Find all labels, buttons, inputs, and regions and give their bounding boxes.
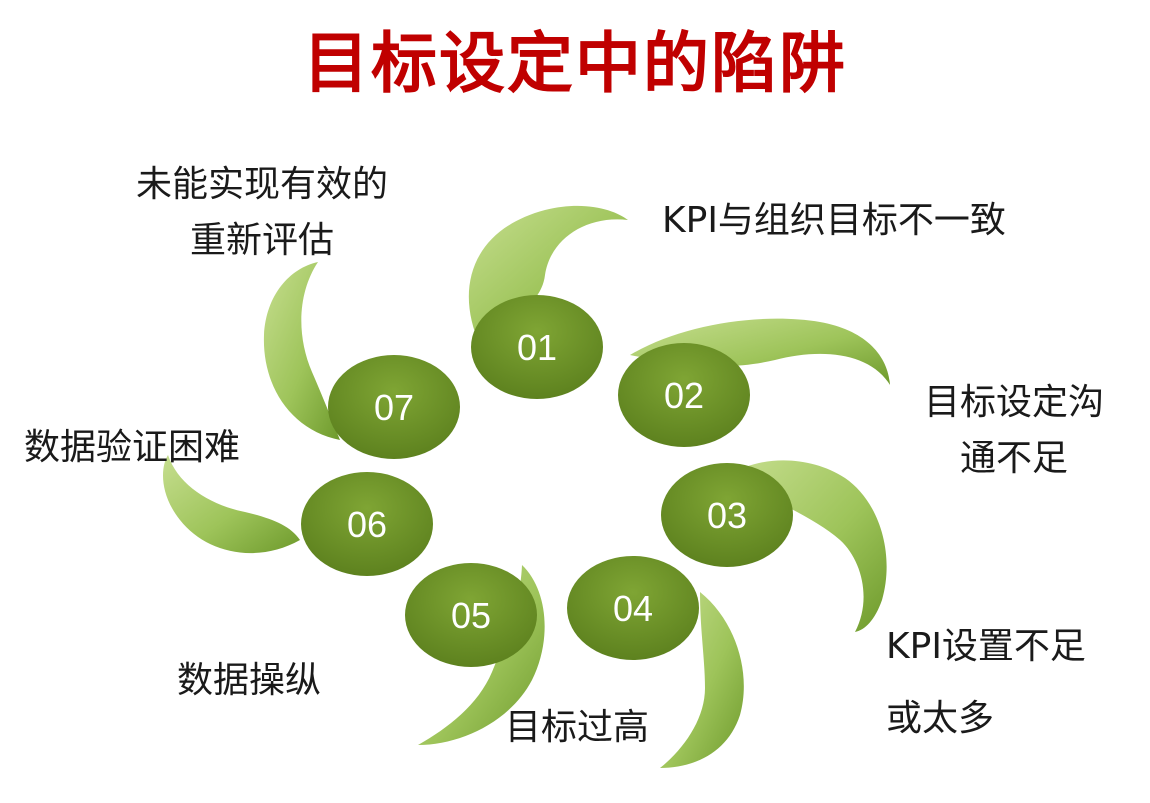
label-01: KPI与组织目标不一致 bbox=[662, 196, 1006, 246]
label-05-line-1: 数据操纵 bbox=[177, 660, 322, 701]
label-07-line-1: 未能实现有效的 bbox=[136, 164, 389, 205]
label-04-line-1: 目标过高 bbox=[505, 707, 650, 748]
label-01-line-1: KPI与组织目标不一致 bbox=[662, 200, 1006, 241]
node-07-number: 07 bbox=[374, 387, 414, 428]
page-title: 目标设定中的陷阱 bbox=[303, 25, 847, 102]
node-07: 07 bbox=[328, 355, 460, 459]
label-06-line-1: 数据验证困难 bbox=[24, 427, 241, 468]
node-01-number: 01 bbox=[517, 327, 557, 368]
label-04: 目标过高 bbox=[505, 703, 649, 753]
label-02: 目标设定沟 通不足 bbox=[924, 378, 1104, 484]
node-02-number: 02 bbox=[664, 375, 704, 416]
label-03-line-2: 或太多 bbox=[886, 698, 995, 739]
label-07: 未能实现有效的 重新评估 bbox=[136, 160, 388, 266]
node-06: 06 bbox=[301, 472, 433, 576]
swirl-04 bbox=[660, 592, 744, 768]
node-01: 01 bbox=[471, 295, 603, 399]
label-03: KPI设置不足 或太多 bbox=[886, 622, 1086, 744]
swirl-02 bbox=[630, 318, 890, 385]
label-03-line-1: KPI设置不足 bbox=[886, 626, 1086, 667]
label-06: 数据验证困难 bbox=[24, 423, 240, 473]
node-05-number: 05 bbox=[451, 595, 491, 636]
swirl-07 bbox=[263, 262, 340, 440]
label-02-line-2: 通不足 bbox=[960, 438, 1069, 479]
swirl-06 bbox=[163, 455, 300, 554]
node-03: 03 bbox=[661, 463, 793, 567]
label-05: 数据操纵 bbox=[177, 656, 321, 706]
label-07-line-2: 重新评估 bbox=[190, 220, 335, 261]
swirl-05 bbox=[418, 565, 545, 745]
swirl-03 bbox=[730, 460, 887, 632]
node-06-number: 06 bbox=[347, 504, 387, 545]
node-05: 05 bbox=[405, 563, 537, 667]
node-04: 04 bbox=[567, 556, 699, 660]
node-03-number: 03 bbox=[707, 495, 747, 536]
label-02-line-1: 目标设定沟 bbox=[924, 382, 1105, 423]
node-02: 02 bbox=[618, 343, 750, 447]
node-04-number: 04 bbox=[613, 588, 653, 629]
